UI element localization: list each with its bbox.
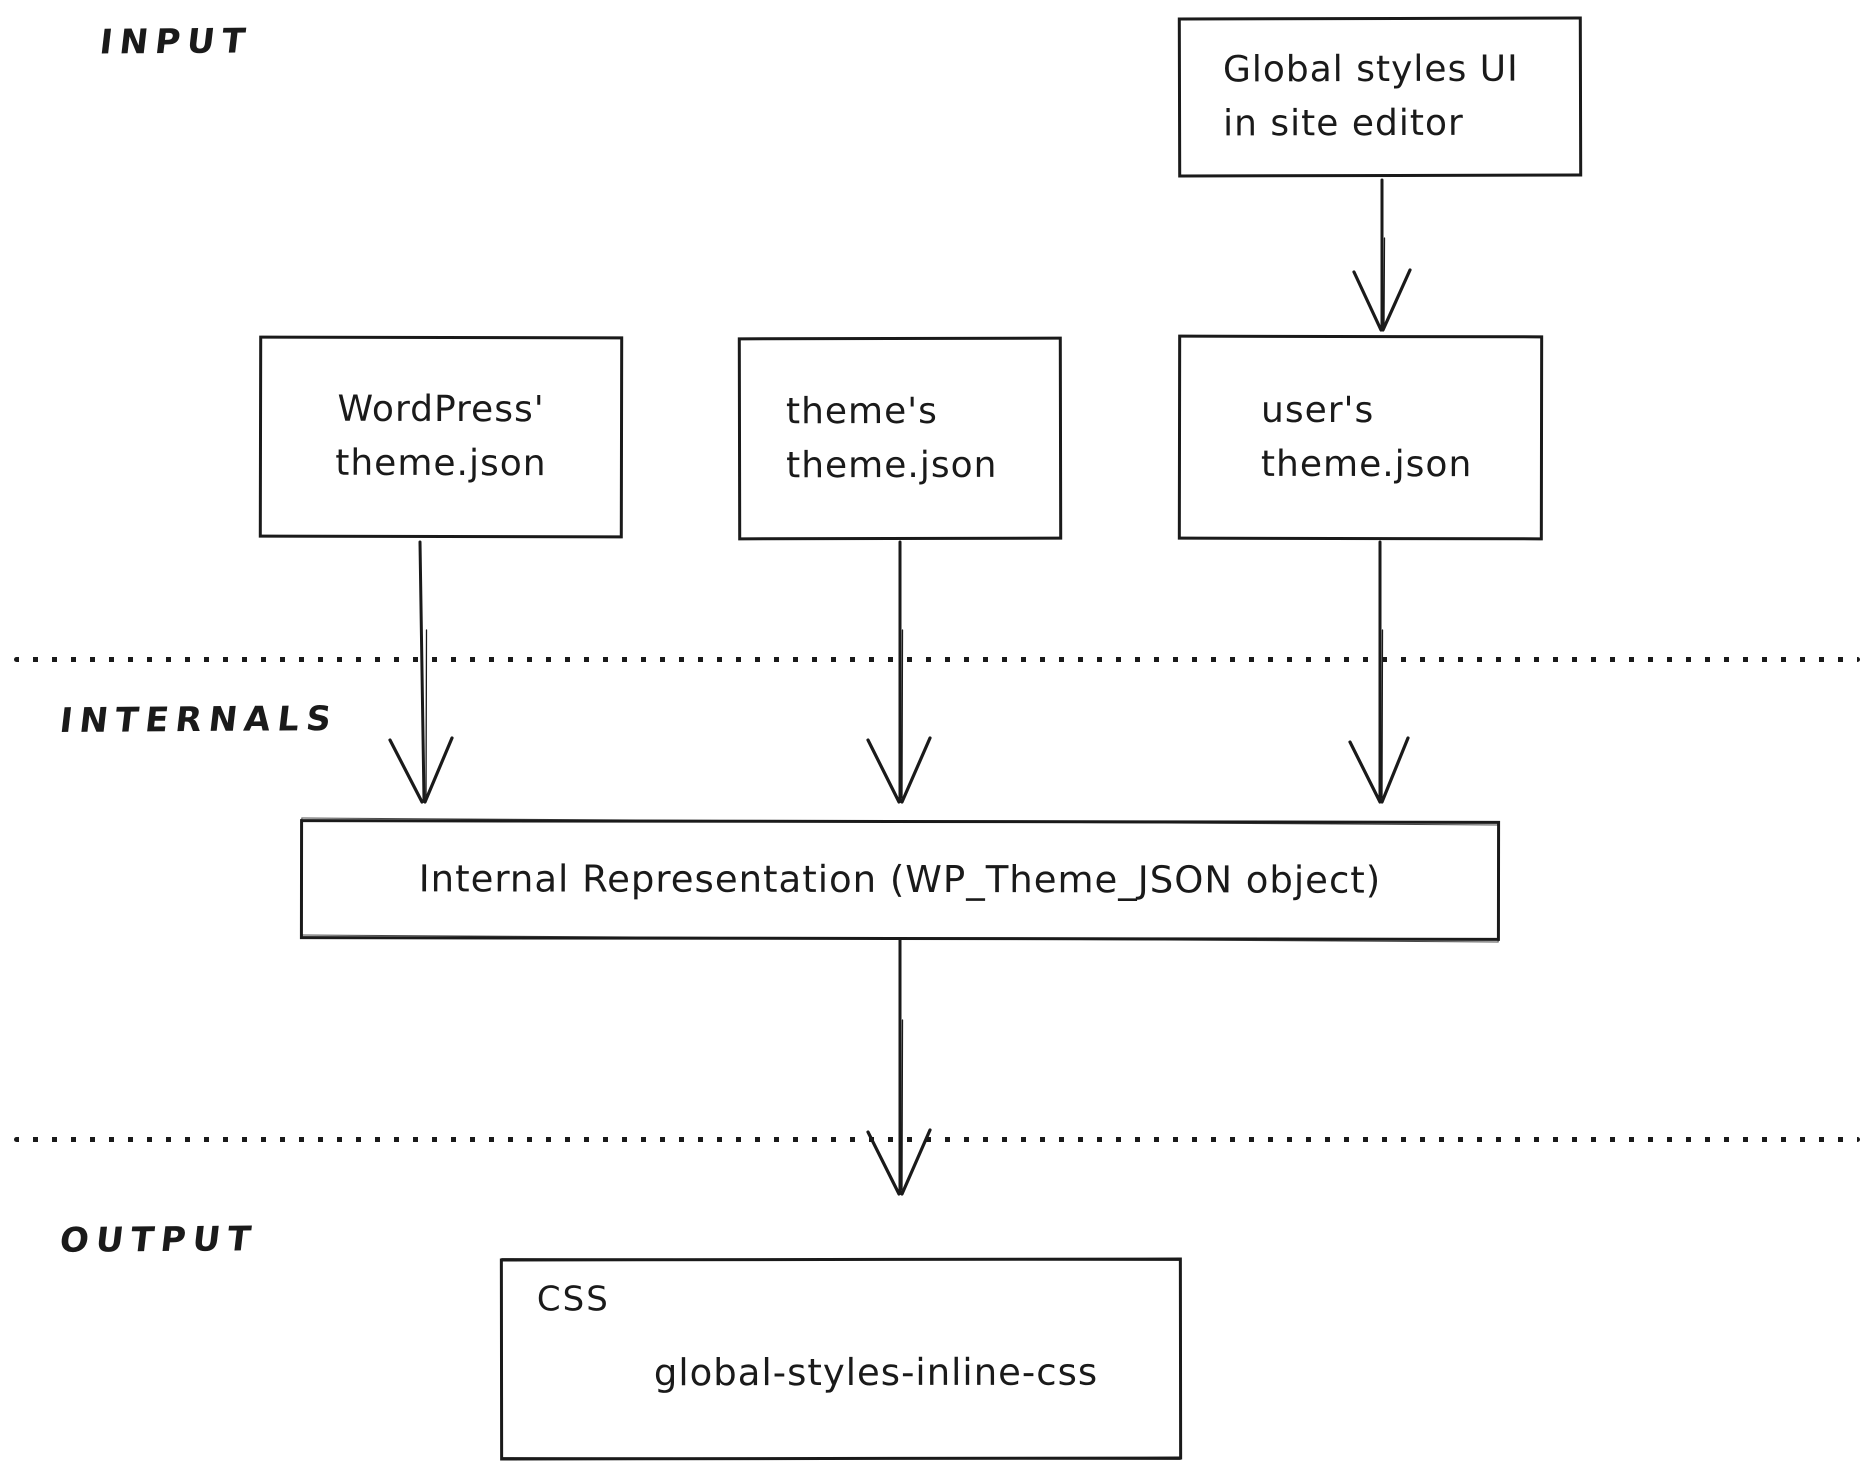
arrow-down-icon: [1342, 178, 1422, 336]
node-global-styles-ui: Global styles UI in site editor: [1177, 16, 1583, 178]
node-internal-representation: Internal Representation (WP_Theme_JSON o…: [299, 819, 1501, 941]
arrow-down-icon: [1340, 540, 1420, 808]
node-css-output: CSS global-styles-inline-css: [499, 1257, 1183, 1461]
node-users-theme-json: user's theme.json: [1177, 334, 1544, 541]
node-themes-theme-json-line1: theme's: [785, 390, 938, 432]
node-wordpress-theme-json-line1: WordPress': [337, 388, 545, 431]
node-global-styles-ui-line2: in site editor: [1223, 102, 1464, 145]
node-wordpress-theme-json-line2: theme.json: [335, 442, 547, 485]
internals-output-divider: [14, 1137, 1860, 1142]
output-section-label: OUTPUT: [57, 1219, 260, 1261]
node-css-output-value: global-styles-inline-css: [653, 1350, 1099, 1394]
node-themes-theme-json: theme's theme.json: [737, 336, 1063, 541]
internals-section-label: INTERNALS: [57, 699, 341, 741]
input-section-label: INPUT: [97, 21, 255, 63]
arrow-down-icon: [860, 540, 940, 808]
arrow-down-icon: [382, 540, 462, 808]
node-wordpress-theme-json: WordPress' theme.json: [258, 335, 624, 539]
input-internals-divider: [14, 657, 1860, 662]
node-global-styles-ui-line1: Global styles UI: [1222, 48, 1519, 91]
node-users-theme-json-line1: user's: [1261, 389, 1375, 431]
arrow-down-icon: [860, 938, 940, 1200]
node-css-output-title: CSS: [536, 1279, 610, 1320]
node-themes-theme-json-line2: theme.json: [786, 444, 998, 486]
node-users-theme-json-line2: theme.json: [1260, 443, 1473, 485]
node-internal-representation-label: Internal Representation (WP_Theme_JSON o…: [418, 857, 1382, 902]
